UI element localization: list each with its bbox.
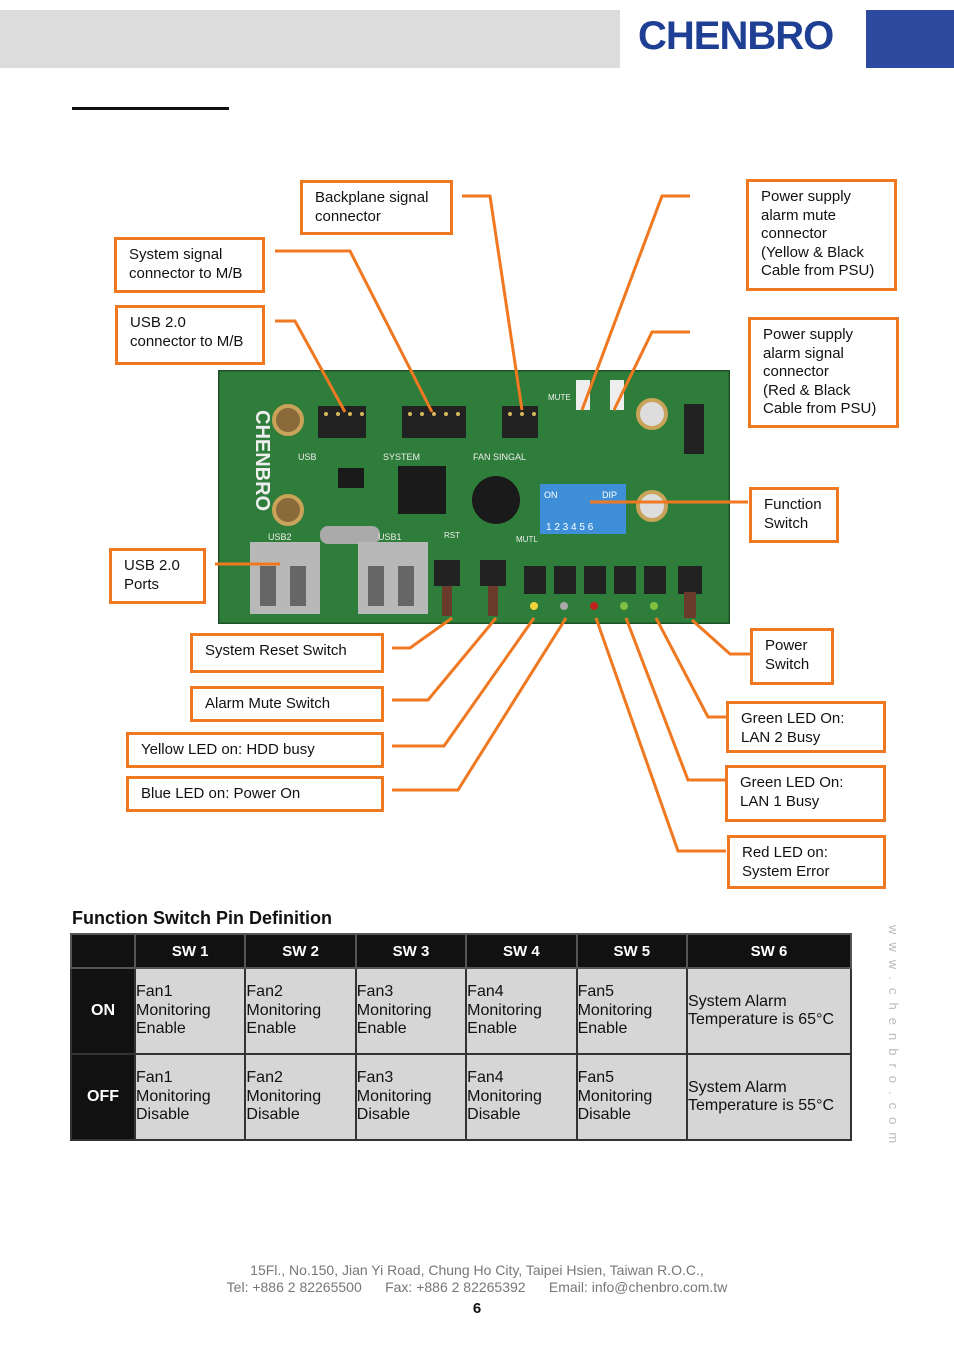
rst-silk: RST: [444, 531, 460, 540]
callout-red-led: Red LED on: System Error: [727, 835, 886, 889]
function-switch-table: SW 1 SW 2 SW 3 SW 4 SW 5 SW 6 ON Fan1 Mo…: [70, 933, 852, 1141]
usb-silk: USB: [298, 452, 317, 462]
callout-lan1-led: Green LED On: LAN 1 Busy: [725, 765, 886, 822]
footer-address: 15Fl., No.150, Jian Yi Road, Chung Ho Ci…: [250, 1262, 704, 1278]
callout-usb-ports: USB 2.0 Ports: [109, 548, 206, 604]
table-cell: System Alarm Temperature is 65°C: [686, 967, 852, 1055]
callout-reset-switch: System Reset Switch: [190, 633, 384, 673]
table-title: Function Switch Pin Definition: [72, 908, 332, 928]
dip-on-silk: ON: [544, 490, 558, 500]
dip-label-silk: DIP: [602, 490, 617, 500]
table-cell: Fan2 Monitoring Enable: [244, 967, 357, 1055]
row-label-on: ON: [70, 967, 136, 1055]
fan-silk: FAN SINGAL: [473, 452, 526, 462]
mutl-silk: MUTL: [516, 535, 538, 544]
callout-power-switch: Power Switch: [750, 628, 834, 685]
callout-backplane-connector: Backplane signal connector: [300, 180, 453, 235]
callout-system-signal-connector: System signal connector to M/B: [114, 237, 265, 293]
side-website-text: www.chenbro.com: [886, 925, 901, 1152]
title-underline: [72, 107, 229, 110]
front-panel-board-image: CHENBRO USB SYSTEM FAN SINGAL MUTE ON DI…: [218, 370, 730, 624]
table-header-sw4: SW 4: [465, 933, 578, 969]
callout-yellow-led: Yellow LED on: HDD busy: [126, 732, 384, 768]
callout-psu-signal-connector: Power supply alarm signal connector (Red…: [748, 317, 899, 428]
mute-silk: MUTE: [548, 393, 571, 402]
table-row: ON Fan1 Monitoring Enable Fan2 Monitorin…: [70, 967, 852, 1055]
table-cell: Fan5 Monitoring Enable: [575, 967, 689, 1055]
header-bar: [0, 10, 620, 68]
row-label-off: OFF: [70, 1053, 136, 1141]
footer-contact: Tel: +886 2 82265500 Fax: +886 2 8226539…: [226, 1279, 728, 1295]
page-number: 6: [472, 1300, 482, 1317]
table-cell: Fan4 Monitoring Disable: [465, 1053, 578, 1141]
table-cell: Fan5 Monitoring Disable: [575, 1053, 689, 1141]
table-cell: Fan3 Monitoring Disable: [354, 1053, 468, 1141]
table-cell: Fan4 Monitoring Enable: [465, 967, 578, 1055]
chenbro-logo: CHENBRO: [638, 14, 834, 58]
callout-lan2-led: Green LED On: LAN 2 Busy: [726, 701, 886, 753]
table-cell: Fan2 Monitoring Disable: [244, 1053, 357, 1141]
table-cell: Fan1 Monitoring Enable: [133, 967, 247, 1055]
table-cell: System Alarm Temperature is 55°C: [686, 1053, 852, 1141]
table-header-sw6: SW 6: [686, 933, 852, 969]
callout-blue-led: Blue LED on: Power On: [126, 776, 384, 812]
table-header-sw1: SW 1: [133, 933, 247, 969]
callout-function-switch: Function Switch: [749, 487, 839, 543]
usb2-silk: USB2: [268, 532, 292, 542]
table-header-sw3: SW 3: [354, 933, 468, 969]
dip-number-silk: 1 2 3 4 5 6: [546, 522, 594, 533]
table-cell: Fan1 Monitoring Disable: [133, 1053, 247, 1141]
table-header-sw2: SW 2: [244, 933, 357, 969]
callout-psu-mute-connector: Power supply alarm mute connector (Yello…: [746, 179, 897, 291]
callout-alarm-mute-switch: Alarm Mute Switch: [190, 686, 384, 722]
table-header-corner: [70, 933, 136, 969]
board-brand-silk: CHENBRO: [251, 410, 273, 511]
table-cell: Fan3 Monitoring Enable: [354, 967, 468, 1055]
callout-usb-connector: USB 2.0 connector to M/B: [115, 305, 265, 365]
table-header-row: SW 1 SW 2 SW 3 SW 4 SW 5 SW 6: [70, 933, 852, 969]
system-silk: SYSTEM: [383, 452, 420, 462]
table-header-sw5: SW 5: [575, 933, 689, 969]
usb1-silk: USB1: [378, 532, 402, 542]
table-row: OFF Fan1 Monitoring Disable Fan2 Monitor…: [70, 1053, 852, 1141]
header-blue-block: [866, 10, 954, 68]
